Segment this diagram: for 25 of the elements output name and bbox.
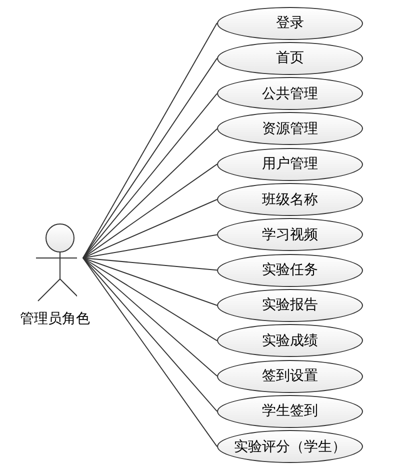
connector-line (82, 128, 218, 258)
use-case-ellipse: 签到设置 (217, 360, 363, 392)
actor-label: 管理员角色 (19, 310, 91, 328)
connector-line (82, 258, 218, 271)
use-case-ellipse: 用户管理 (217, 148, 363, 181)
use-case-ellipse: 实验报告 (217, 288, 363, 322)
use-case-ellipse: 首页 (217, 42, 363, 75)
connector-line (82, 258, 218, 412)
use-case-ellipse: 登录 (217, 6, 363, 40)
use-case-ellipse: 实验任务 (217, 254, 363, 287)
use-case-ellipse: 公共管理 (217, 77, 363, 110)
connector-line (82, 258, 218, 376)
connector-line (82, 93, 218, 258)
connector-line (82, 258, 218, 306)
use-case-ellipse: 学生签到 (217, 394, 363, 428)
use-case-ellipse: 学习视频 (217, 218, 363, 252)
use-case-ellipse: 班级名称 (217, 183, 363, 216)
connector-line (82, 258, 218, 448)
use-case-ellipse: 实验评分（学生） (217, 430, 363, 464)
use-case-ellipse: 实验成绩 (217, 324, 363, 358)
connector-line (82, 164, 218, 258)
connector-line (82, 199, 218, 258)
connector-line (82, 258, 218, 342)
use-case-ellipse: 资源管理 (217, 112, 363, 146)
connector-line (82, 234, 218, 258)
